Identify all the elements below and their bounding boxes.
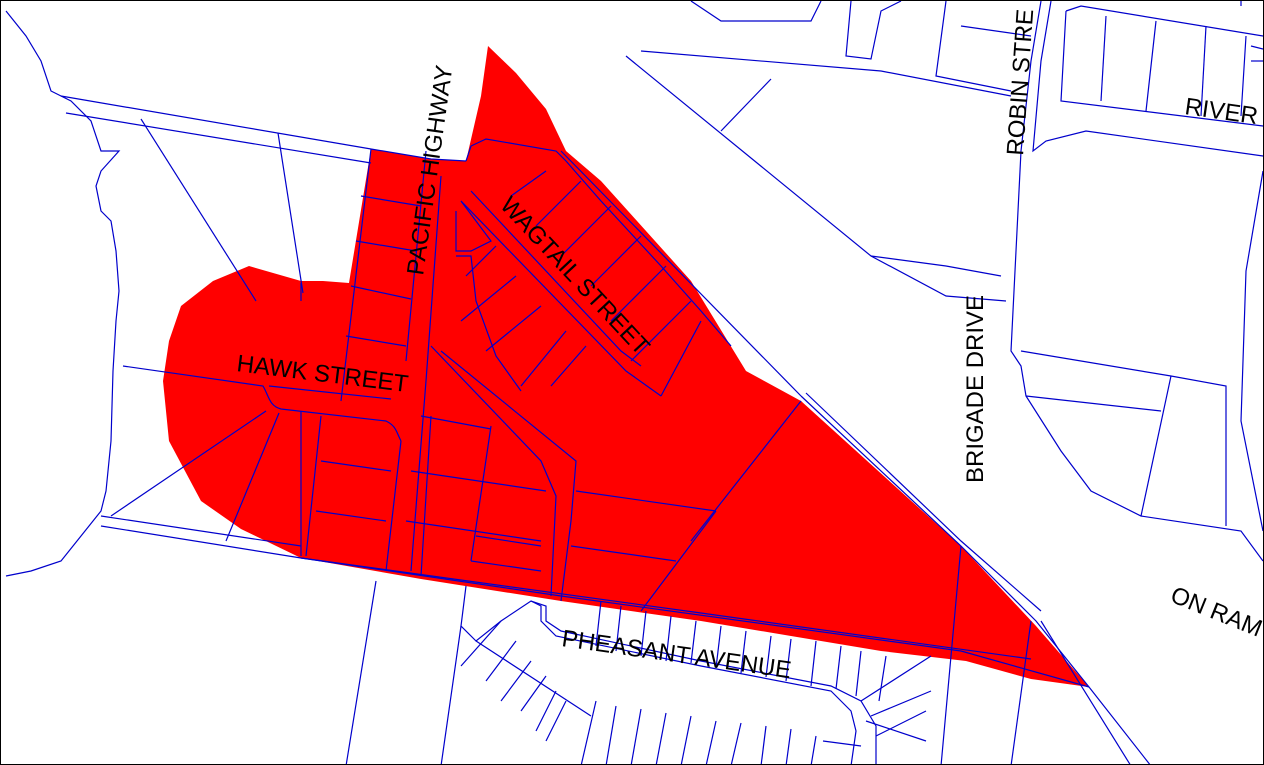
street-label-pheasant-avenue: PHEASANT AVENUE — [560, 625, 793, 684]
street-label-brigade-drive: BRIGADE DRIVE — [962, 295, 989, 483]
highlighted-zone[interactable] — [163, 46, 1089, 687]
street-label-river: RIVER — [1183, 93, 1259, 130]
parcel-lines — [5, 1, 1263, 764]
street-label-robin-street: ROBIN STRE — [1002, 8, 1039, 156]
street-label-on-ramp: ON RAM — [1167, 582, 1263, 643]
